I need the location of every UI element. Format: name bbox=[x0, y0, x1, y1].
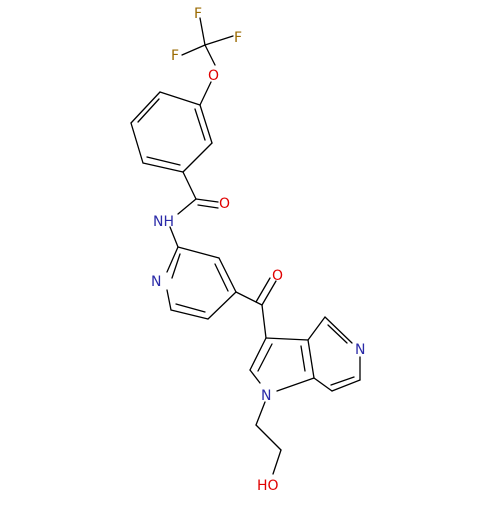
bond-ketone-o-1 bbox=[261, 280, 277, 306]
atom-f-right: F bbox=[234, 30, 242, 46]
atom-o-ketone: O bbox=[272, 268, 283, 284]
bond-c-nh bbox=[177, 198, 197, 215]
bond-pyr-inner-2 bbox=[214, 263, 229, 292]
bond-benz-2 bbox=[130, 91, 161, 124]
bond-pyr-inner-1 bbox=[175, 303, 206, 313]
bond-ch2-ch2 bbox=[255, 424, 282, 451]
bond-co-2 bbox=[197, 204, 219, 209]
bond-benz-inner-3 bbox=[194, 108, 206, 141]
atom-n-pyridine2: N bbox=[355, 342, 365, 358]
bond-fused-4 bbox=[331, 379, 361, 392]
bond-pyr-ketone bbox=[235, 291, 263, 306]
bond-pyr-5 bbox=[218, 257, 237, 293]
bond-fused-5 bbox=[313, 377, 333, 392]
bond-ketone-c3 bbox=[261, 304, 267, 339]
bond-pyrrole-5 bbox=[265, 337, 309, 341]
bond-pyr-6 bbox=[177, 246, 220, 259]
bond-fused-inner-2 bbox=[330, 376, 355, 386]
bond-benz-inner-2 bbox=[146, 156, 181, 166]
bond-pyr-4 bbox=[207, 291, 237, 320]
bond-pyr-2 bbox=[166, 289, 172, 311]
atom-o-amide: O bbox=[219, 196, 230, 212]
bond-benz-inner-1 bbox=[137, 98, 160, 123]
bond-pyrrole-inner-1 bbox=[257, 343, 273, 372]
bond-benz-6 bbox=[199, 104, 213, 144]
atom-f-top: F bbox=[194, 6, 202, 22]
bond-c-o-ether bbox=[204, 44, 216, 66]
bond-n-ch2 bbox=[255, 401, 266, 426]
bond-pyrrole-2 bbox=[249, 369, 261, 384]
atom-nh-amide: NH bbox=[153, 214, 174, 230]
bond-fused-inner-1 bbox=[327, 324, 348, 344]
bond-c-f-left bbox=[181, 44, 206, 56]
bond-benz-4 bbox=[142, 162, 184, 173]
atom-n-pyrrole: N bbox=[261, 388, 271, 404]
atom-f-left: F bbox=[171, 48, 179, 64]
bond-o-aryl bbox=[199, 81, 212, 106]
bond-pyrrole-3 bbox=[276, 377, 315, 392]
bond-aryl-carbonyl bbox=[182, 171, 197, 200]
bond-c-f-right bbox=[204, 35, 234, 46]
bond-c-f-top bbox=[199, 17, 206, 46]
bond-pyr-inner-3 bbox=[171, 253, 181, 279]
bond-pyrrole-1 bbox=[249, 337, 267, 371]
atom-labels: F F F O O NH N O N N HO bbox=[151, 6, 365, 494]
bond-benz-5 bbox=[182, 142, 213, 173]
bond-benz-3 bbox=[130, 122, 144, 164]
bond-pyr-1 bbox=[166, 246, 179, 273]
bond-benz-1 bbox=[159, 91, 201, 106]
atom-n-pyridine: N bbox=[151, 274, 161, 290]
bond-lines bbox=[130, 17, 361, 475]
bond-ch2-oh bbox=[272, 449, 282, 475]
bond-nh-pyr bbox=[169, 226, 179, 248]
atom-ho: HO bbox=[257, 478, 279, 494]
bond-co-1 bbox=[195, 198, 219, 203]
bond-ketone-o-2 bbox=[255, 277, 271, 303]
bond-pyr-3 bbox=[170, 309, 209, 320]
bond-pyrrole-4 bbox=[307, 339, 315, 379]
atom-o-ether: O bbox=[208, 68, 219, 84]
bond-fused-1 bbox=[307, 316, 326, 341]
bond-pyrrole-inner-2 bbox=[300, 345, 306, 372]
bond-fused-2 bbox=[324, 316, 353, 344]
